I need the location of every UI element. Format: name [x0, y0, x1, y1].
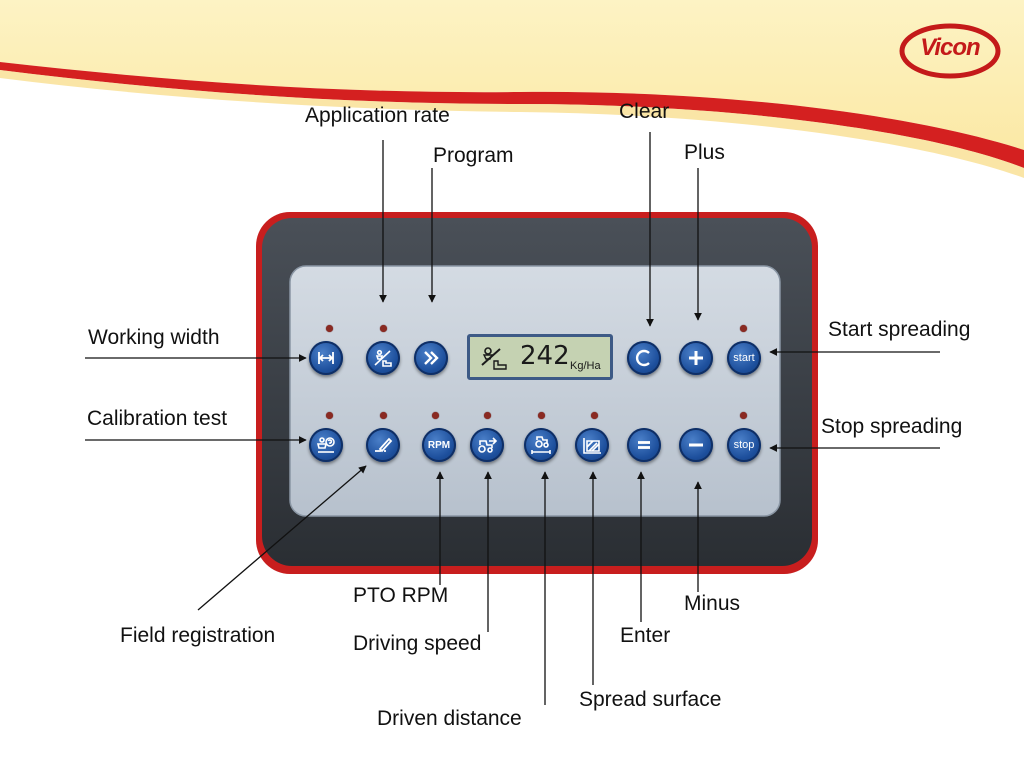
enter-button[interactable]	[627, 428, 661, 462]
led-field-registration	[380, 412, 387, 419]
lcd-display: 242 Kg/Ha	[467, 334, 613, 380]
label-working-width: Working width	[88, 326, 220, 349]
calibration-test-button[interactable]	[309, 428, 343, 462]
spread-surface-button[interactable]	[575, 428, 609, 462]
label-driven-distance: Driven distance	[377, 707, 522, 730]
label-clear: Clear	[619, 100, 670, 123]
stop-button[interactable]: stop	[727, 428, 761, 462]
spread-surface-icon	[583, 438, 601, 454]
start-button-label: start	[733, 352, 755, 364]
label-program: Program	[433, 144, 514, 167]
led-working-width	[326, 325, 333, 332]
label-application-rate: Application rate	[305, 104, 450, 127]
led-spread-surface	[591, 412, 598, 419]
calibration-test-icon	[316, 437, 335, 453]
vicon-logo	[899, 23, 1001, 79]
driven-distance-button[interactable]	[524, 428, 558, 462]
field-registration-button[interactable]	[366, 428, 400, 462]
led-calibration-test	[326, 412, 333, 419]
header-band	[0, 0, 1024, 178]
led-application-rate	[380, 325, 387, 332]
application-rate-button[interactable]	[366, 341, 400, 375]
label-spread-surface: Spread surface	[579, 688, 722, 711]
led-start	[740, 325, 747, 332]
driving-speed-button[interactable]	[470, 428, 504, 462]
display-value: 242	[520, 341, 570, 371]
rpm-button-label: RPM	[427, 439, 451, 451]
working-width-icon	[318, 352, 334, 364]
clear-button[interactable]	[627, 341, 661, 375]
start-button[interactable]: start	[727, 341, 761, 375]
minus-button[interactable]	[679, 428, 713, 462]
stop-button-label: stop	[733, 439, 755, 451]
minus-icon	[689, 443, 703, 447]
pto-rpm-button[interactable]: RPM	[422, 428, 456, 462]
field-registration-icon	[375, 437, 393, 453]
label-start-spreading: Start spreading	[828, 318, 971, 341]
tractor-distance-icon	[531, 436, 551, 454]
leader-field-registration	[197, 465, 367, 611]
application-rate-icon	[481, 347, 507, 370]
label-field-registration: Field registration	[120, 624, 276, 647]
vicon-logo-text: Vicon	[920, 34, 980, 61]
display-unit: Kg/Ha	[570, 360, 601, 372]
label-plus: Plus	[684, 141, 725, 164]
application-rate-icon	[374, 349, 392, 367]
led-stop	[740, 412, 747, 419]
tractor-speed-icon	[478, 437, 498, 453]
led-pto-rpm	[432, 412, 439, 419]
plus-button[interactable]	[679, 341, 713, 375]
label-calibration-test: Calibration test	[87, 407, 228, 430]
label-driving-speed: Driving speed	[353, 632, 482, 655]
equals-icon	[638, 441, 650, 449]
label-enter: Enter	[620, 624, 671, 647]
plus-icon	[689, 351, 703, 365]
led-driving-speed	[484, 412, 491, 419]
label-stop-spreading: Stop spreading	[821, 415, 963, 438]
working-width-button[interactable]	[309, 341, 343, 375]
led-driven-distance	[538, 412, 545, 419]
program-button[interactable]	[414, 341, 448, 375]
double-chevron-right-icon	[424, 351, 439, 365]
clear-c-icon	[635, 349, 650, 367]
label-pto-rpm: PTO RPM	[353, 584, 449, 607]
label-minus: Minus	[684, 592, 741, 615]
